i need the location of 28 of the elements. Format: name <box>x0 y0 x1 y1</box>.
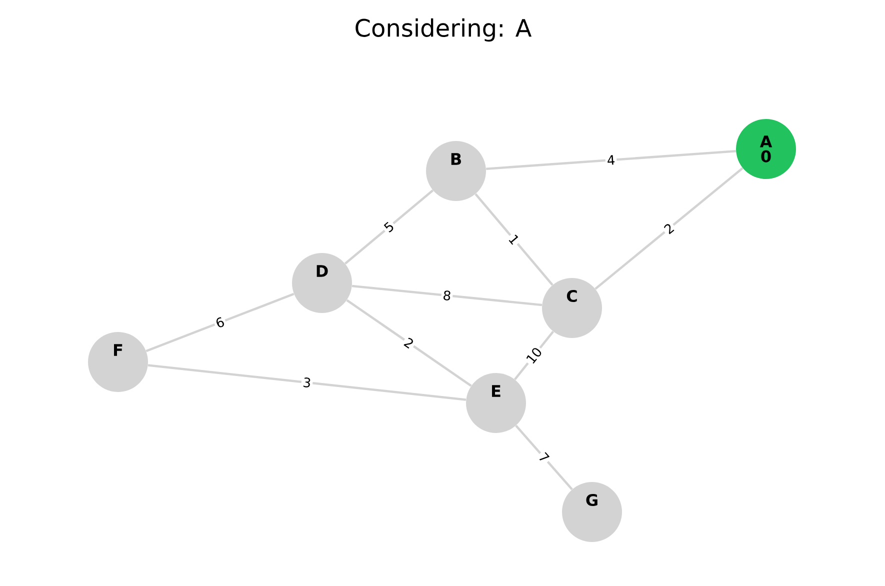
edge-line <box>352 284 542 306</box>
edge-line <box>344 189 434 265</box>
edge-line <box>474 193 554 286</box>
graph-node: A 0 <box>736 119 796 179</box>
graph-node: D <box>292 253 352 313</box>
graph-node: B <box>426 141 486 201</box>
edge-label: 4 <box>604 153 618 167</box>
edge-label: 3 <box>300 376 314 390</box>
edge-line <box>486 150 736 170</box>
edge-label: 1 <box>506 231 522 248</box>
graph-node: F <box>88 332 148 392</box>
edge-label: 10 <box>522 344 546 368</box>
edge-line <box>594 167 744 290</box>
edge-line <box>514 330 554 380</box>
edge-line <box>146 292 294 352</box>
edge-line <box>148 364 466 401</box>
edge-line <box>346 299 472 387</box>
graph-node: G <box>562 482 622 542</box>
graph-node: E <box>466 373 526 433</box>
edge-label: 8 <box>440 288 454 302</box>
edge-label: 5 <box>380 218 398 236</box>
edge-label: 2 <box>660 220 678 237</box>
edge-label: 7 <box>536 449 552 466</box>
edge-label: 6 <box>212 314 228 331</box>
edge-label: 2 <box>400 334 418 352</box>
chart-title: Considering: A <box>356 18 532 42</box>
edge-line <box>515 424 573 490</box>
graph-node: C <box>542 278 602 338</box>
